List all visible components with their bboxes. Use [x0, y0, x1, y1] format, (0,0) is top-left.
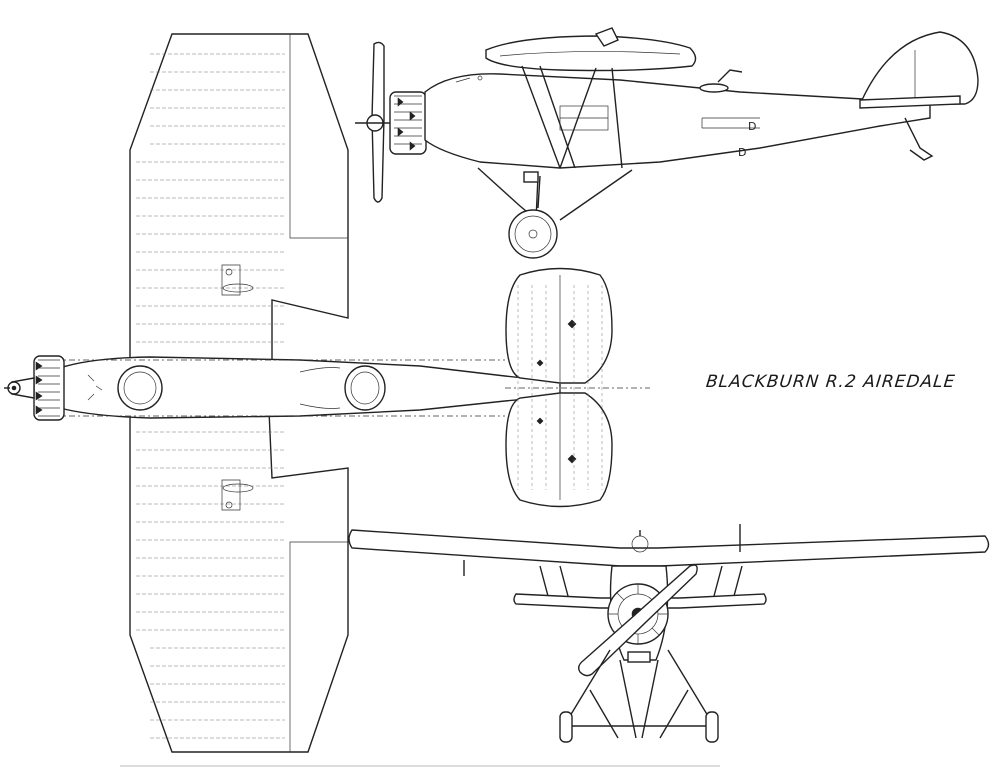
side-view: D D [355, 27, 979, 259]
side-wheel [508, 209, 558, 259]
front-landing-gear [569, 649, 709, 739]
upper-wing-section [485, 35, 697, 72]
top-view [4, 33, 650, 753]
interplane-struts [521, 65, 623, 169]
svg-text:D: D [738, 146, 746, 159]
front-cockpit [117, 365, 163, 411]
tailplane-top [505, 267, 613, 384]
drawing-title: BLACKBURN R.2 AIREDALE [704, 372, 957, 392]
wing-fold-upper [289, 34, 348, 239]
svg-text:D: D [748, 120, 756, 133]
front-wheel-left [559, 711, 573, 743]
front-wheel-right [705, 711, 719, 743]
front-upper-wing [348, 529, 990, 567]
fuselage-side [424, 73, 931, 169]
front-propeller [577, 564, 698, 677]
wing-ribs [136, 53, 285, 739]
wing-fittings [221, 264, 254, 511]
wing-fold-lower [289, 541, 348, 752]
side-engine [389, 91, 427, 155]
front-view [348, 524, 990, 743]
tail-fin [860, 31, 979, 105]
top-engine [4, 355, 65, 421]
side-landing-gear [477, 167, 633, 221]
